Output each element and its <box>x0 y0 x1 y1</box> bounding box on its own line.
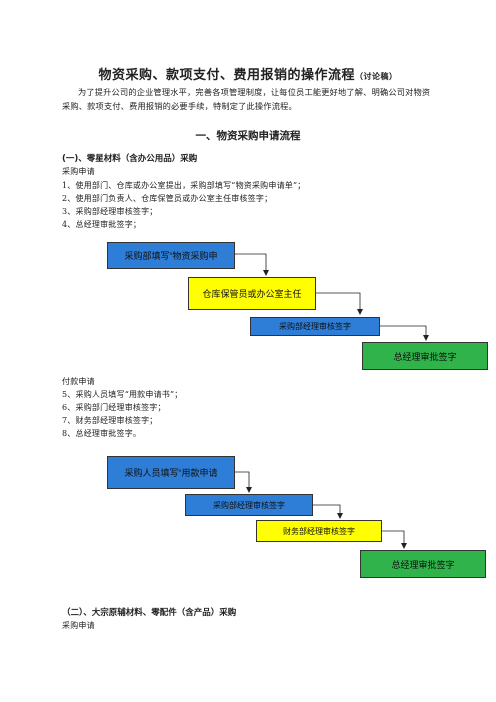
purchase-request-label: 采购申请 <box>62 167 95 176</box>
flow2-step4-box: 总经理审批签字 <box>360 550 486 578</box>
flow2-connector-1 <box>235 471 250 491</box>
flow1-connector-1 <box>235 253 267 275</box>
flow2-step2-box: 采购部经理审核签字 <box>185 494 313 516</box>
step-line: 7、财务部经理审核签字； <box>62 416 158 425</box>
step-line: 3、采购部经理审核签字； <box>62 207 158 216</box>
flow2-step3-box: 财务部经理审核签字 <box>256 520 382 542</box>
step-line: 4、总经理审批签字； <box>62 220 142 229</box>
title-text: 物资采购、款项支付、费用报销的操作流程 <box>98 68 355 83</box>
intro-paragraph: 为了提升公司的企业管理水平，完善各项管理制度，让每位员工能更好地了解、明确公司对… <box>62 87 431 111</box>
document-title: 物资采购、款项支付、费用报销的操作流程（讨论稿） <box>0 64 496 83</box>
payment-request-label: 付款申请 <box>62 377 95 386</box>
flow2-connector-2 <box>313 504 341 517</box>
step-line: 6、采购部门经理审核签字； <box>62 403 166 412</box>
section-1-title: 一、物资采购申请流程 <box>195 130 301 142</box>
subsection-2-title: （二）、大宗原辅材料、零配件（含产品）采购 <box>62 608 237 618</box>
flow1-step1-box: 采购部填写“物资采购申 <box>107 242 235 269</box>
flow1-step3-box: 采购部经理审核签字 <box>250 317 380 336</box>
subsection-1-title: (一)、零星材料（含办公用品）采购 <box>62 154 198 164</box>
flow1-connector-2 <box>316 292 361 314</box>
title-note: （讨论稿） <box>355 72 398 81</box>
flow1-arrowhead-1 <box>263 270 269 276</box>
purchase-request-label-2: 采购申请 <box>62 621 95 630</box>
step-line: 5、采购人员填写“用款申请书”； <box>62 390 183 399</box>
flow2-arrowhead-2 <box>337 513 343 519</box>
flow1-arrowhead-3 <box>423 335 429 341</box>
step-line: 2、使用部门负责人、仓库保管员或办公室主任审核签字； <box>62 194 273 203</box>
flow2-connector-3 <box>382 530 405 547</box>
flow2-arrowhead-3 <box>401 543 407 549</box>
flow1-arrowhead-2 <box>357 309 363 315</box>
flow2-step1-box: 采购人员填写“用款申请 <box>107 456 235 489</box>
flow1-step2-box: 仓库保管员或办公室主任 <box>188 277 316 310</box>
flow2-arrowhead-1 <box>246 487 252 493</box>
step-line: 1、使用部门、仓库或办公室提出，采购部填写“物资采购申请单”； <box>62 181 306 190</box>
step-line: 8、总经理审批签字。 <box>62 429 142 438</box>
flow1-step4-box: 总经理审批签字 <box>362 342 488 370</box>
flow1-connector-3 <box>380 325 427 339</box>
